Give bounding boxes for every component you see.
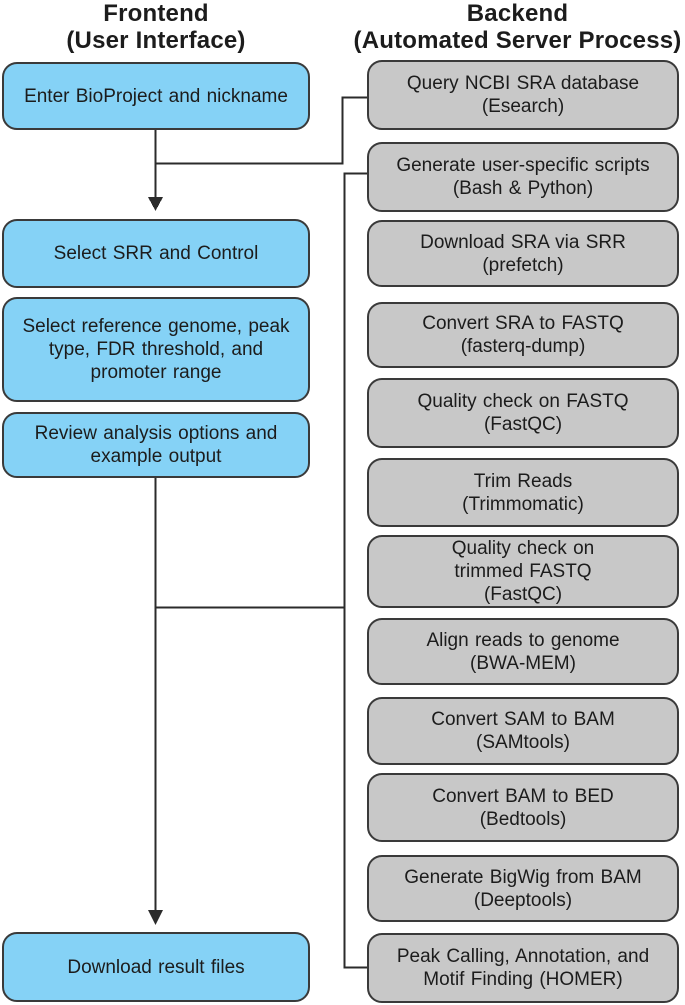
step-convert-sam-bam: Convert SAM to BAM (SAMtools) [367, 697, 679, 765]
step-select-srr-control: Select SRR and Control [2, 219, 310, 288]
step-generate-bigwig: Generate BigWig from BAM (Deeptools) [367, 855, 679, 922]
frontend-column-title: Frontend (User Interface) [66, 0, 246, 54]
step-convert-bam-bed: Convert BAM to BED (Bedtools) [367, 773, 679, 842]
step-trim-reads: Trim Reads (Trimmomatic) [367, 458, 679, 527]
step-review-analysis-options: Review analysis options and example outp… [2, 412, 310, 478]
step-select-reference-options: Select reference genome, peak type, FDR … [2, 297, 310, 402]
step-generate-scripts: Generate user-specific scripts (Bash & P… [367, 142, 679, 212]
step-query-ncbi-sra: Query NCBI SRA database (Esearch) [367, 60, 679, 130]
step-download-sra: Download SRA via SRR (prefetch) [367, 220, 679, 287]
arrowhead-review-to-download [148, 910, 163, 925]
backend-column-title: Backend (Automated Server Process) [353, 0, 682, 54]
step-convert-sra-fastq: Convert SRA to FASTQ (fasterq-dump) [367, 302, 679, 368]
arrowhead-enter-to-select [148, 197, 163, 211]
step-peak-calling: Peak Calling, Annotation, and Motif Find… [367, 933, 679, 1003]
step-qc-trimmed-fastq: Quality check on trimmed FASTQ (FastQC) [367, 535, 679, 608]
connector-backend-trunk [343, 172, 367, 969]
step-download-results: Download result files [2, 932, 310, 1002]
step-qc-fastq: Quality check on FASTQ (FastQC) [367, 378, 679, 448]
step-enter-bioproject: Enter BioProject and nickname [2, 62, 310, 130]
step-align-reads: Align reads to genome (BWA-MEM) [367, 618, 679, 685]
